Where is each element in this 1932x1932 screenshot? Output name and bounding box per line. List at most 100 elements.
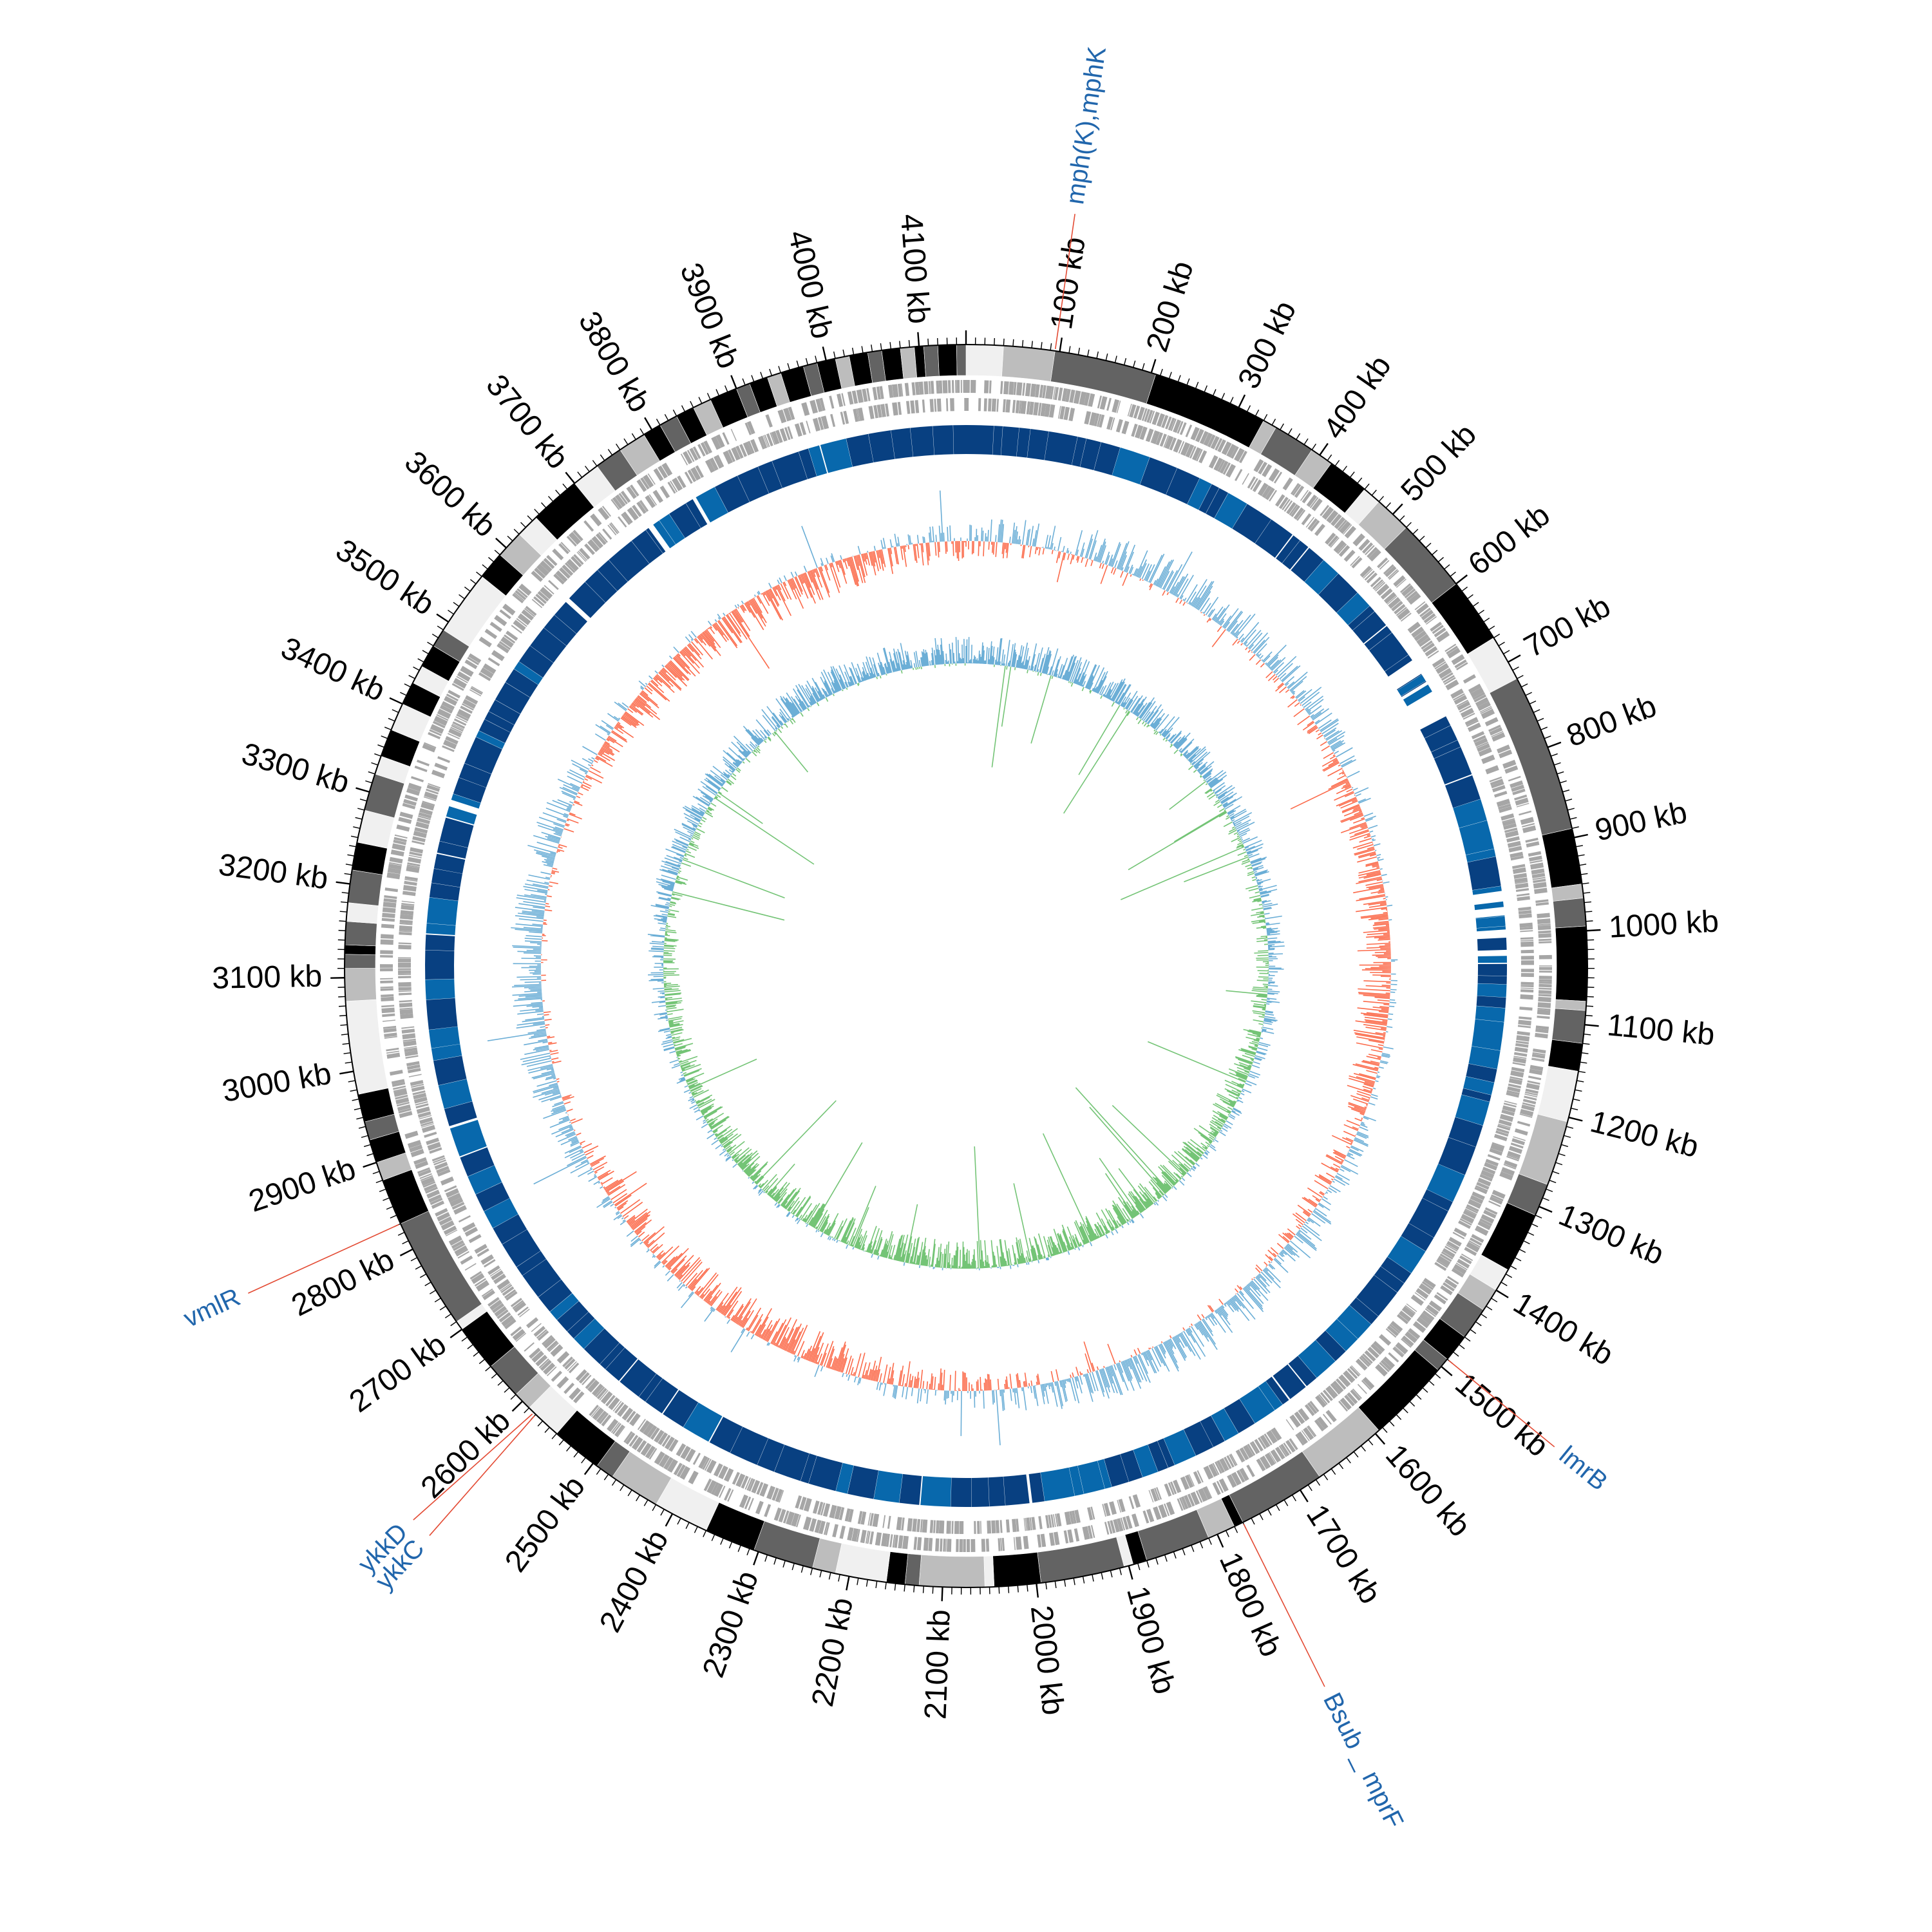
gene-feature (799, 422, 807, 435)
blast-hit (1027, 429, 1049, 460)
gene-feature (1349, 1366, 1360, 1377)
gene-feature (913, 1537, 918, 1550)
minor-tick (857, 1578, 859, 1586)
gene-feature (1495, 1130, 1509, 1137)
minor-tick (1571, 1108, 1578, 1111)
tick-label: 4000 kb (781, 227, 839, 342)
minor-tick (1546, 1188, 1553, 1192)
gene-feature (1219, 1457, 1229, 1472)
gene-feature (540, 587, 553, 600)
blast-hit (899, 1473, 922, 1505)
gene-feature (524, 1342, 535, 1352)
gene-feature (564, 1358, 576, 1370)
gene-feature (506, 1291, 518, 1301)
gene-feature (444, 696, 458, 706)
blast-hit (1475, 1006, 1506, 1022)
gene-feature (881, 1533, 888, 1547)
gene-feature (453, 677, 467, 689)
gene-feature (1097, 395, 1103, 409)
blast-hit (451, 793, 481, 809)
contig-segment (992, 1551, 1041, 1587)
gene-feature (1264, 1433, 1273, 1446)
blast-hit (835, 1463, 854, 1494)
gene-feature (936, 380, 940, 394)
gene-feature (1037, 1534, 1042, 1548)
gene-feature (1501, 1167, 1515, 1176)
gene-feature (407, 1068, 421, 1074)
blast-hit (567, 1312, 595, 1339)
gene-feature (399, 999, 412, 1003)
gene-feature (1283, 1442, 1292, 1455)
gene-feature (1517, 1025, 1531, 1028)
gene-feature (1271, 1427, 1282, 1441)
minor-tick (1096, 351, 1099, 359)
blast-hit (425, 979, 455, 1000)
gene-feature (1270, 1449, 1282, 1463)
minor-tick (1255, 409, 1260, 417)
gene-feature (575, 1369, 587, 1381)
gene-feature (760, 435, 768, 449)
gene-feature (1446, 645, 1458, 655)
gene-feature (540, 560, 553, 573)
gene-feature (497, 1309, 509, 1320)
gene-feature (1481, 1170, 1495, 1179)
gene-feature (406, 1064, 421, 1070)
minor-tick (1191, 1545, 1195, 1552)
gene-feature (474, 1244, 488, 1254)
blast-hit (757, 1438, 784, 1472)
gene-feature (546, 554, 558, 566)
gene-feature (1539, 938, 1552, 942)
gene-feature (963, 1539, 966, 1552)
minor-tick (534, 509, 540, 515)
minor-tick (1573, 1098, 1580, 1101)
gene-feature (1283, 500, 1293, 512)
gene-feature (1533, 878, 1546, 884)
minor-tick (350, 835, 358, 838)
gene-feature (829, 1504, 837, 1519)
gene-feature (1333, 540, 1346, 553)
minor-tick (1475, 1321, 1482, 1327)
gene-feature (607, 524, 617, 536)
gene-feature (1499, 806, 1512, 813)
gene-feature (667, 482, 676, 494)
minor-tick (805, 357, 809, 365)
gene-feature (1069, 389, 1075, 403)
gene-feature (1198, 450, 1208, 464)
blast-identity-ring (425, 425, 1507, 1508)
gene-feature (622, 511, 633, 524)
gene-feature (440, 1176, 454, 1186)
minor-tick (810, 1567, 813, 1575)
gene-feature (1254, 1439, 1264, 1452)
gene-feature (393, 1088, 406, 1092)
gene-feature (959, 1520, 964, 1534)
gene-feature (398, 990, 412, 992)
gene-feature (428, 1194, 442, 1203)
gene-feature (1444, 1245, 1457, 1254)
minor-tick (616, 443, 621, 450)
gene-feature (382, 1013, 395, 1018)
gene-feature (564, 562, 576, 573)
gene-feature (471, 1273, 485, 1284)
gene-feature (766, 1486, 775, 1500)
gene-feature (1115, 419, 1123, 433)
gene-feature (956, 380, 960, 393)
minor-tick (1251, 1517, 1255, 1525)
minor-tick (1585, 911, 1593, 913)
gene-feature (607, 1419, 619, 1432)
minor-tick (690, 401, 694, 408)
gene-feature (1414, 601, 1426, 611)
minor-tick (1114, 355, 1117, 363)
gene-feature (1102, 1504, 1106, 1517)
gene-feature (381, 923, 395, 929)
gene-feature (1520, 941, 1534, 947)
gene-feature (1483, 1209, 1497, 1219)
minor-tick (607, 449, 613, 456)
gene-feature (1515, 1040, 1529, 1045)
gene-feature (892, 402, 898, 416)
minor-tick (1307, 1484, 1312, 1492)
gene-feature (1504, 827, 1518, 833)
gene-feature (1535, 902, 1549, 906)
gene-feature (1001, 1538, 1005, 1551)
blast-hit (1001, 426, 1019, 457)
gene-feature (1127, 403, 1132, 417)
